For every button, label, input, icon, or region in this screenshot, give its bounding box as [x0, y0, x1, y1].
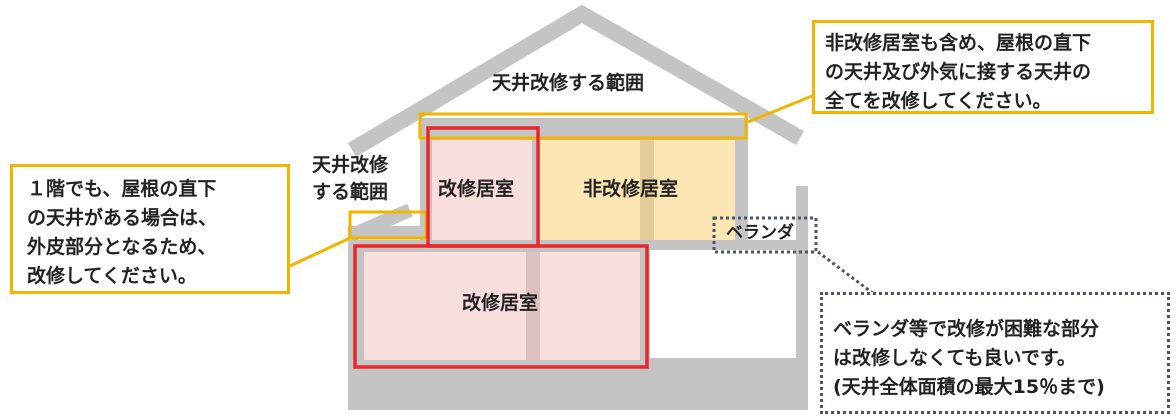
veranda-label: ベランダ — [726, 223, 794, 243]
renovated-room-lower-label: 改修居室 — [462, 292, 539, 314]
non-renovated-room-label: 非改修居室 — [583, 178, 679, 200]
eave-stub — [348, 226, 428, 238]
non-renovated-room-fill — [540, 140, 735, 240]
connector-top-right — [747, 94, 813, 124]
callout-bottom-right: ベランダ等で改修が困難な部分 は改修しなくても良いです。 (天井全体面積の最大1… — [820, 292, 1170, 414]
renovated-room-upper-fill — [432, 140, 532, 240]
upper-column — [640, 140, 654, 240]
callout-left: １階でも、屋根の直下 の天井がある場合は、 外皮部分となるため、 改修してくださ… — [10, 164, 290, 294]
ceiling-range-top-box — [418, 112, 748, 140]
renovated-room-lower-box — [353, 244, 649, 369]
veranda-box — [712, 216, 818, 254]
callout-top-right: 非改修居室も含め、屋根の直下 の天井及び外気に接する天井の 全てを改修してくださ… — [812, 20, 1154, 114]
ceiling-range-left-box — [348, 210, 428, 240]
renovated-room-upper-label: 改修居室 — [438, 178, 515, 200]
connector-veranda — [817, 250, 875, 296]
ceiling-range-top-label: 天井改修する範囲 — [492, 72, 645, 94]
ceiling-range-left-label: 天井改修 する範囲 — [312, 154, 389, 203]
renovated-room-lower-fill — [364, 252, 640, 360]
lower-white-area — [650, 250, 796, 358]
lower-column — [526, 252, 540, 360]
roof-line — [347, 4, 804, 157]
connector-left — [289, 236, 351, 268]
